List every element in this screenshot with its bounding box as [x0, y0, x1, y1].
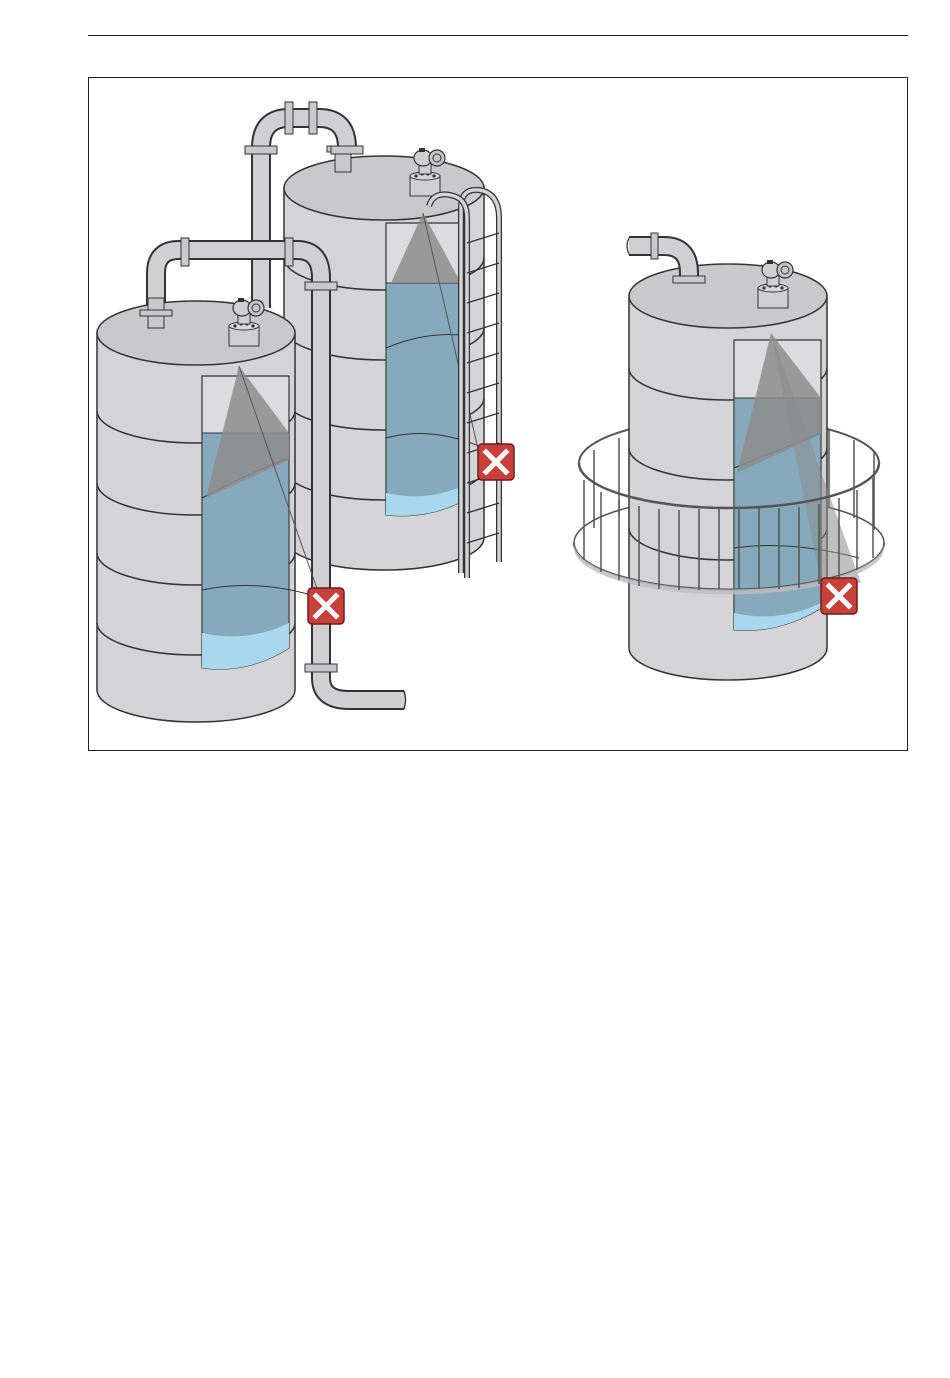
page-header-rule — [88, 35, 908, 36]
left-tank — [97, 298, 321, 722]
tank-installation-illustration — [89, 78, 909, 752]
figure-frame — [88, 77, 908, 751]
error-x-icon — [308, 588, 344, 624]
error-x-icon — [821, 578, 857, 614]
error-x-icon — [478, 444, 514, 480]
